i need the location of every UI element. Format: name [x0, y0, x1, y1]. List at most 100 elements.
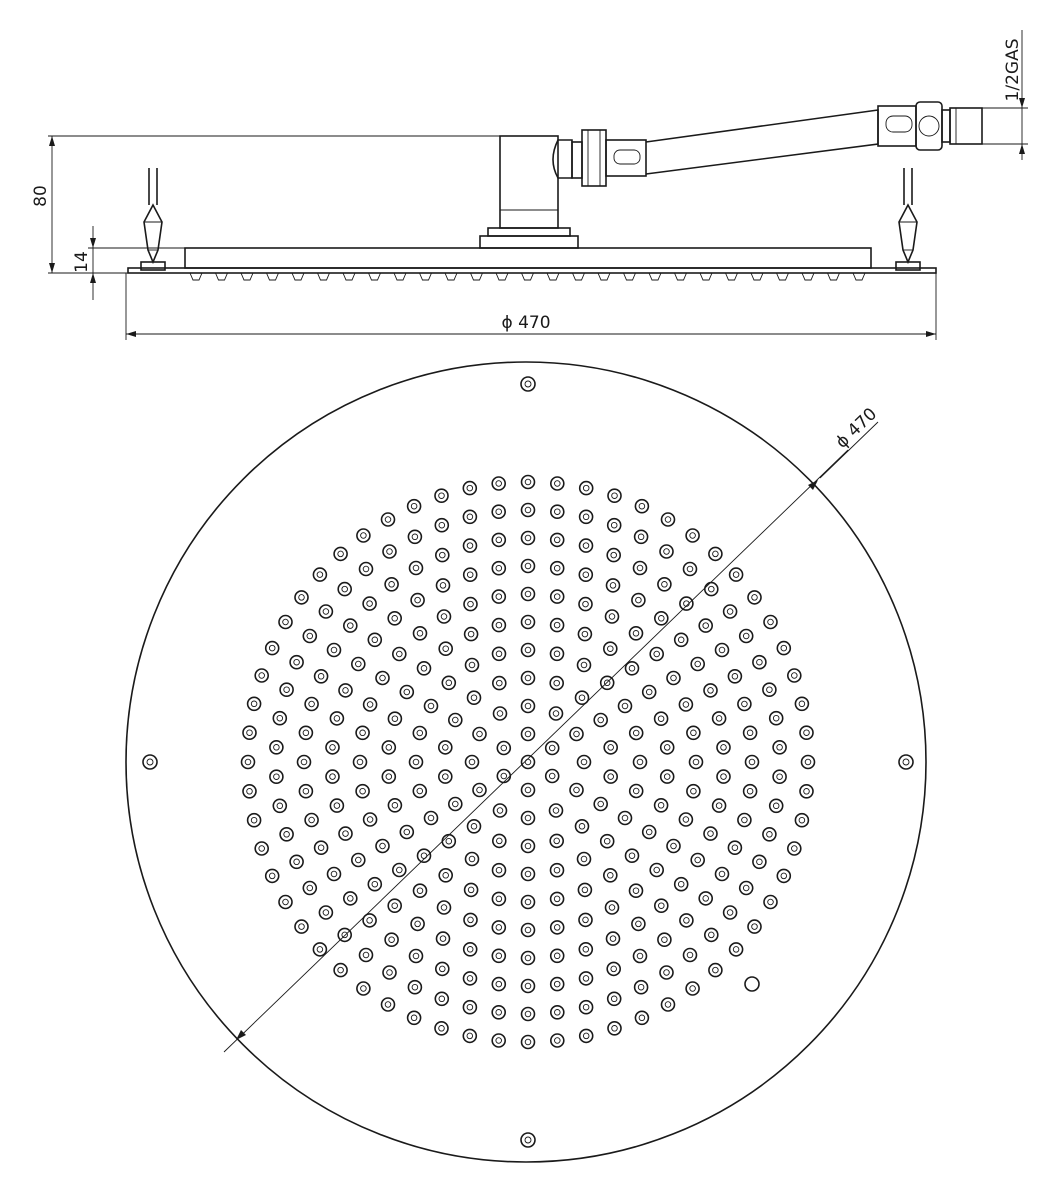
nozzle — [703, 927, 719, 943]
side-nozzle — [546, 272, 560, 281]
nozzle — [682, 947, 698, 963]
nozzle — [631, 592, 646, 608]
nozzle — [272, 710, 288, 726]
nozzle — [649, 862, 665, 878]
nozzle — [577, 626, 593, 642]
nozzle — [434, 517, 450, 533]
nozzle — [633, 529, 649, 545]
left-anchor — [140, 168, 166, 271]
nozzle — [362, 697, 378, 712]
nozzle — [603, 740, 619, 755]
nozzle — [703, 826, 718, 841]
nozzle — [462, 941, 478, 957]
nozzle — [279, 826, 294, 842]
nozzle — [491, 532, 507, 548]
nozzle — [362, 812, 378, 827]
nozzle — [375, 670, 390, 686]
nozzle — [685, 981, 700, 996]
nozzle — [653, 898, 669, 914]
nozzle — [384, 932, 399, 948]
nozzle — [549, 948, 565, 964]
nozzle — [698, 891, 714, 906]
nozzle — [604, 609, 620, 624]
nozzle — [362, 913, 377, 928]
nozzle — [325, 769, 340, 784]
side-nozzle — [699, 272, 713, 281]
nozzle — [492, 706, 508, 721]
nozzle — [708, 546, 723, 562]
nozzle — [631, 916, 646, 932]
nozzle — [763, 894, 778, 910]
nozzle — [437, 769, 453, 784]
nozzle — [462, 1028, 478, 1044]
nozzle — [714, 866, 730, 882]
side-nozzle — [419, 272, 432, 281]
nozzle — [520, 670, 536, 686]
nozzle — [520, 726, 536, 742]
top-view: ϕ 470 — [125, 361, 927, 1163]
side-nozzle — [444, 272, 458, 281]
nozzle — [312, 567, 328, 582]
nozzle — [462, 538, 478, 553]
nozzle — [549, 617, 565, 633]
nozzle — [738, 628, 754, 644]
nozzle — [472, 726, 487, 742]
nozzle — [382, 965, 397, 980]
nozzle — [434, 1021, 449, 1036]
nozzle — [678, 812, 694, 827]
nozzle — [569, 726, 584, 742]
nozzle — [423, 698, 439, 714]
side-nozzle — [521, 272, 534, 281]
nozzle — [329, 711, 345, 726]
side-nozzle — [750, 272, 764, 281]
drain-hole — [744, 976, 760, 992]
side-nozzle — [317, 272, 330, 281]
nozzle — [716, 769, 731, 784]
nozzle — [520, 754, 536, 770]
nozzle — [549, 504, 565, 520]
nozzle — [472, 782, 487, 798]
nozzle — [337, 927, 353, 943]
nozzle — [416, 848, 432, 864]
side-nozzle — [342, 272, 356, 281]
nozzle — [727, 840, 743, 856]
nozzle — [242, 783, 257, 799]
nozzle — [603, 769, 619, 784]
nozzle — [593, 712, 609, 728]
nozzle — [624, 660, 640, 676]
side-nozzle — [393, 272, 407, 281]
hex-fitting — [915, 101, 943, 151]
nozzle — [326, 866, 342, 882]
nozzle — [264, 868, 280, 884]
nozzle — [358, 561, 374, 577]
nozzle — [434, 961, 450, 977]
nozzle — [520, 698, 536, 714]
nozzle — [491, 891, 507, 907]
nozzle — [520, 1006, 536, 1022]
nozzle — [391, 862, 407, 878]
side-nozzle — [725, 272, 738, 281]
side-nozzle — [648, 272, 662, 281]
nozzle — [333, 546, 348, 562]
nozzle — [578, 941, 594, 957]
nozzle — [794, 812, 810, 828]
nozzle — [399, 824, 415, 840]
nozzle — [342, 891, 358, 906]
nozzle — [660, 997, 676, 1012]
nozzle — [660, 512, 676, 527]
nozzle — [633, 979, 649, 995]
nozzle — [617, 698, 633, 714]
nozzle — [491, 862, 507, 878]
side-nozzle — [776, 272, 789, 281]
nozzle — [491, 504, 507, 520]
mount-flange-top — [487, 227, 571, 237]
nozzle — [436, 609, 452, 624]
side-nozzle — [674, 272, 687, 281]
dim-diameter-side: ϕ 470 — [125, 273, 937, 340]
nozzle — [659, 544, 674, 559]
nozzle — [576, 657, 592, 673]
nozzle — [466, 818, 482, 834]
nozzle — [408, 948, 424, 964]
vertical-block — [499, 135, 559, 229]
